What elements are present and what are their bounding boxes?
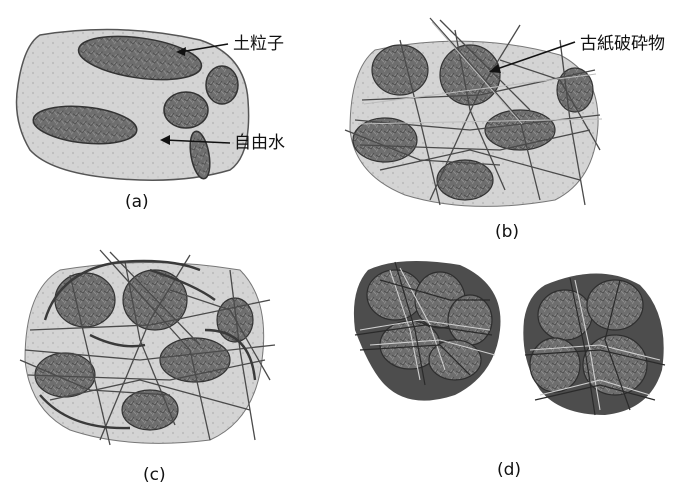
agglomerate-right — [523, 274, 665, 416]
label-soil-particle: 土粒子 — [233, 34, 284, 54]
soil-particle — [485, 110, 555, 150]
label-free-water: 自由水 — [234, 133, 285, 153]
soil-particle — [55, 273, 115, 327]
panel-a — [17, 30, 249, 181]
soil-particle — [122, 390, 178, 430]
caption-d: (d) — [497, 460, 521, 480]
agglomerate-left — [354, 261, 501, 401]
caption-b: (b) — [495, 222, 519, 242]
soil-particle — [372, 45, 428, 95]
panel-d — [354, 261, 665, 415]
soil-particle — [587, 280, 643, 330]
caption-a: (a) — [125, 192, 149, 212]
label-paper-debris: 古紙破砕物 — [580, 34, 665, 54]
caption-c: (c) — [143, 465, 166, 485]
soil-particle — [448, 295, 492, 345]
soil-particle — [206, 66, 238, 104]
soil-particle — [530, 338, 580, 392]
panel-b — [345, 18, 602, 206]
panel-c — [20, 250, 275, 445]
soil-particle — [538, 290, 592, 340]
soil-particle — [164, 92, 208, 128]
